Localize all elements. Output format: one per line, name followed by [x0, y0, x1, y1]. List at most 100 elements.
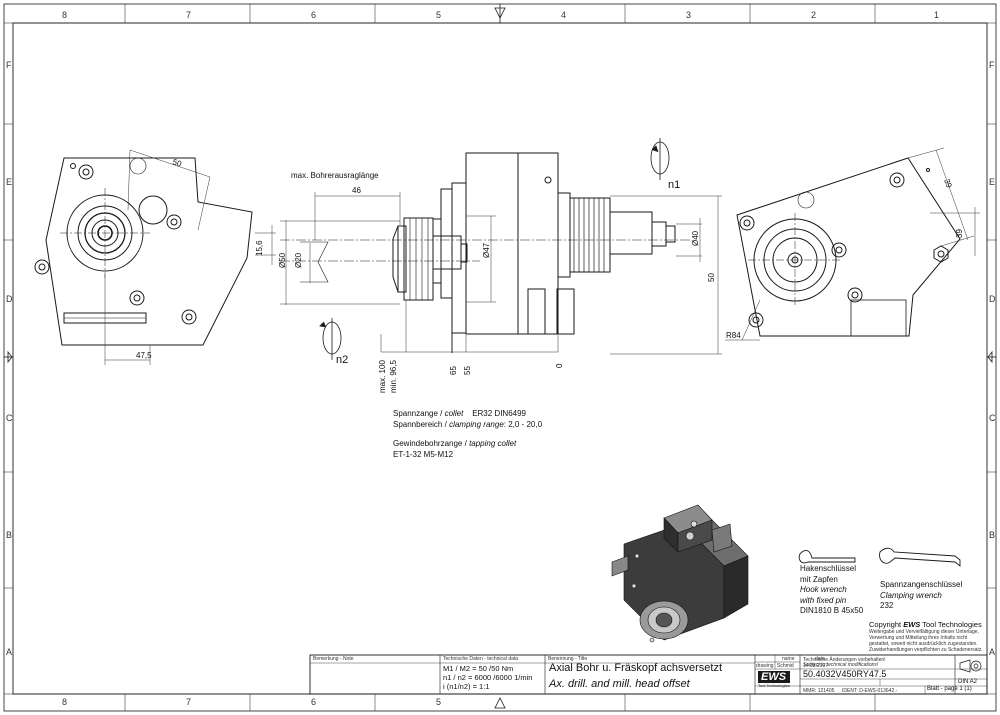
copyright-line: Zuwiderhandlungen verpflichten zu Schade… [869, 647, 983, 653]
col-label-bottom: 7 [186, 697, 191, 707]
drawing-label: drawing [756, 663, 774, 669]
col-label-top: 1 [934, 10, 939, 20]
clamping-wrench-caption: Spannzangenschlüssel Clamping wrench 232 [880, 580, 962, 612]
note-label: Bemerkung - Note [313, 656, 354, 662]
center-marks [4, 4, 996, 709]
sheet-number: Blatt - page 1 (1) [927, 686, 972, 692]
drawing-name: Schmid [777, 663, 794, 669]
hook-wrench-caption: Hakenschlüssel mit Zapfen Hook wrench wi… [800, 564, 863, 617]
hook-de-1: Hakenschlüssel [800, 564, 857, 573]
left-view-dimensions [104, 149, 276, 365]
collet-notes: Spannzange / collet ER32 DIN6499 Spannbe… [393, 409, 542, 460]
row-label-left: F [6, 60, 12, 70]
dim-d40: Ø40 [691, 230, 700, 246]
dim-r84: R84 [726, 331, 741, 340]
dim-d20: Ø20 [294, 252, 303, 268]
tech-data-label: Technische Daten - technical data [443, 656, 519, 662]
dim-d47: Ø47 [482, 242, 491, 258]
col-label-top: 3 [686, 10, 691, 20]
rotation-symbols [319, 138, 670, 360]
projection-symbol-icon [959, 659, 982, 673]
hook-wrench-icon [798, 550, 856, 564]
name-header: name [782, 656, 795, 662]
tech-n-line: n1 / n2 = 6000 /6000 1/min [443, 673, 533, 682]
col-label-top: 5 [436, 10, 441, 20]
dim-50-right: 50 [707, 273, 716, 282]
date-header: date [815, 656, 825, 662]
clamp-num: 232 [880, 601, 894, 610]
col-label-bottom: 6 [311, 697, 316, 707]
rotation-n2: n2 [336, 354, 348, 366]
copyright-line: Weitergabe und Vervielfältigung dieser U… [869, 629, 979, 635]
clamp-de: Spannzangenschlüssel [880, 580, 963, 589]
side-view [280, 152, 690, 353]
clamp-en: Clamping wrench [880, 590, 942, 600]
dim-max100: max. 100 [378, 360, 387, 393]
collet-value: ER32 DIN6499 [472, 409, 526, 418]
copyright-line: Verwertung und Mitteilung ihres Inhalts … [869, 635, 968, 641]
copyright-brand: EWS [903, 620, 921, 629]
hook-de-2: mit Zapfen [800, 574, 838, 584]
changes-note-en: Subject to technical modifications! [803, 662, 879, 668]
col-label-top: 4 [561, 10, 566, 20]
col-label-top: 6 [311, 10, 316, 20]
dim-65: 65 [449, 366, 458, 375]
dim-d50: Ø50 [278, 252, 287, 268]
row-label-left: B [6, 530, 12, 540]
changes-note-de: Technische Änderungen vorbehalten! [803, 657, 886, 663]
row-label-right: B [989, 530, 995, 540]
left-view-labels: 50 15,6 47,5 [136, 157, 264, 360]
dim-47-5: 47,5 [136, 351, 152, 360]
paper-format: DIN A2 [958, 679, 978, 685]
dim-46: 46 [352, 186, 361, 195]
max-drill-label: max. Bohrerausraglänge [291, 171, 379, 180]
grid-labels: 8 7 6 5 4 3 2 1 8 7 6 5 F E D C B A F E … [6, 10, 996, 707]
right-view [736, 157, 961, 337]
title-label: Benennung - Title [548, 656, 588, 662]
drawing-title-en: Ax. drill. and mill. head offset [549, 678, 690, 690]
row-label-left: C [6, 413, 13, 423]
ident-number: IDENT: D-EWS-013642 - [842, 688, 898, 694]
clamping-wrench-icon [879, 547, 961, 567]
row-label-left: D [6, 294, 13, 304]
grid-ticks [4, 4, 996, 711]
dim-55: 55 [463, 366, 472, 375]
right-view-dimensions [725, 147, 980, 341]
col-label-top: 7 [186, 10, 191, 20]
drawing-date: 14.03.2007 [803, 663, 829, 669]
side-view-labels: max. Bohrerausraglänge 46 Ø50 Ø20 Ø47 Ø4… [278, 171, 716, 393]
ews-logo-sub: Tool Technologies [758, 683, 790, 688]
row-label-right: D [989, 294, 996, 304]
hook-en-2: with fixed pin [800, 595, 847, 605]
col-label-bottom: 5 [436, 697, 441, 707]
dim-min96: min. 96,5 [389, 360, 398, 393]
range-label-en: clamping range [449, 419, 504, 429]
row-label-right: F [989, 60, 995, 70]
row-label-right: C [989, 413, 996, 423]
part-number: 50.4032V450RY47.5 [803, 669, 887, 679]
range-value: : 2,0 - 20,0 [503, 419, 543, 429]
tech-m-line: M1 / M2 = 50 /50 Nm [443, 664, 514, 673]
rotation-n1: n1 [668, 179, 680, 191]
title-block-grid [309, 654, 988, 695]
side-view-dimensions [280, 192, 722, 355]
left-view [34, 157, 253, 346]
range-label-de: Spannbereich / [393, 419, 447, 429]
copyright-title-post: Tool Technologies [920, 620, 982, 629]
copyright-title: Copyright [869, 620, 904, 629]
row-label-left: A [6, 647, 12, 657]
tap-label-en: tapping collet [469, 439, 517, 448]
dim-15-6: 15,6 [255, 240, 264, 256]
tap-label-de: Gewindebohrzange / [393, 439, 467, 448]
dim-0: 0 [555, 363, 564, 368]
copyright-block: Copyright EWS Tool Technologies Weiterga… [869, 620, 983, 653]
hook-en-1: Hook wrench [800, 585, 847, 594]
mmr-number: MMR: 121405 [803, 688, 835, 694]
col-label-bottom: 8 [62, 697, 67, 707]
col-label-top: 8 [62, 10, 67, 20]
tap-value: ET-1-32 M5-M12 [393, 449, 454, 459]
dim-50-top: 50 [171, 157, 183, 168]
ews-logo-text: EWS [758, 671, 790, 683]
drawing-title-de: Axial Bohr u. Fräskopf achsversetzt [549, 662, 723, 674]
ews-logo: EWS Tool Technologies [758, 671, 790, 688]
